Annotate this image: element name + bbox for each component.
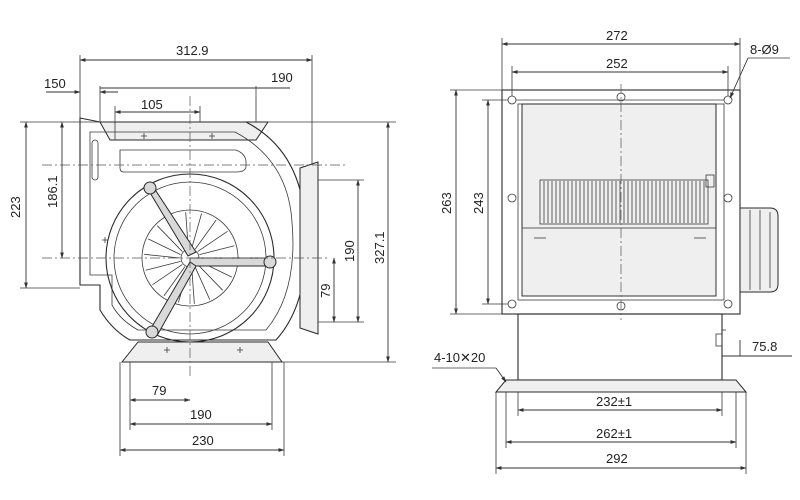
impeller-blade — [163, 266, 186, 297]
dim-262: 262±1 — [596, 426, 632, 441]
base-flange — [120, 341, 283, 363]
impeller-fins — [543, 181, 705, 223]
terminal-box — [705, 174, 715, 188]
dim-223: 223 — [8, 196, 23, 218]
dim-186-1: 186.1 — [45, 175, 60, 208]
dim-252: 252 — [606, 56, 628, 71]
bolt-2 — [263, 255, 277, 269]
front-dim-labels: 312.9 150 190 105 223 186.1 190 79 327.1… — [8, 43, 387, 448]
bolt-3 — [145, 325, 159, 339]
dim-75-8: 75.8 — [752, 339, 777, 354]
side-lower-body — [517, 313, 723, 381]
dim-79-base: 79 — [152, 383, 166, 398]
impeller-blades — [144, 212, 236, 304]
impeller-blade — [199, 245, 235, 255]
outlet-flange — [299, 161, 319, 335]
impeller-blade — [145, 261, 181, 271]
impeller-blade — [152, 264, 183, 285]
dim-292: 292 — [606, 451, 628, 466]
dim-105: 105 — [141, 97, 163, 112]
impeller-cylinder — [539, 179, 709, 225]
side-housing — [521, 103, 717, 297]
mount-bar-1 — [144, 185, 197, 257]
dim-190-base: 190 — [190, 407, 212, 422]
dim-190-right: 190 — [342, 240, 357, 262]
side-base — [494, 379, 748, 393]
inlet-slot — [91, 139, 99, 181]
impeller-blade — [197, 264, 224, 291]
dim-150: 150 — [44, 76, 66, 91]
impeller-blade — [147, 238, 181, 255]
dim-243: 243 — [471, 192, 486, 214]
motor-body — [739, 207, 779, 293]
inner-slot — [119, 149, 247, 173]
front-dimensions — [20, 55, 396, 456]
dim-190-top: 190 — [271, 70, 293, 85]
dim-327-1: 327.1 — [372, 231, 387, 264]
top-flange — [99, 121, 269, 141]
impeller-blade — [144, 253, 181, 259]
side-view — [494, 84, 779, 393]
dim-263: 263 — [439, 192, 454, 214]
impeller-blade — [156, 225, 183, 252]
housing-outline — [79, 117, 307, 341]
dim-8-holes: 8-Ø9 — [750, 42, 779, 57]
dim-272: 272 — [606, 28, 628, 43]
marker-plus — [102, 133, 243, 353]
impeller-blade — [191, 213, 202, 249]
mount-bar-2 — [189, 257, 269, 267]
side-dimensions — [432, 38, 792, 474]
dim-232: 232±1 — [596, 394, 632, 409]
dim-230-base: 230 — [192, 433, 214, 448]
bolt-1 — [143, 181, 157, 195]
impeller-blade — [194, 266, 211, 300]
mount-bar-3 — [149, 261, 197, 335]
front-view — [42, 96, 345, 378]
side-lower-band — [521, 227, 717, 297]
dim-312-9: 312.9 — [176, 43, 209, 58]
small-part — [715, 333, 723, 347]
side-dim-labels: 272 252 8-Ø9 263 243 4-10✕20 75.8 232±1 … — [434, 28, 779, 466]
dim-4-slots: 4-10✕20 — [434, 350, 485, 365]
impeller-blade — [197, 231, 228, 252]
dim-79-right: 79 — [318, 284, 333, 298]
impeller-blade — [194, 219, 217, 250]
housing-inner-scroll — [89, 131, 294, 331]
